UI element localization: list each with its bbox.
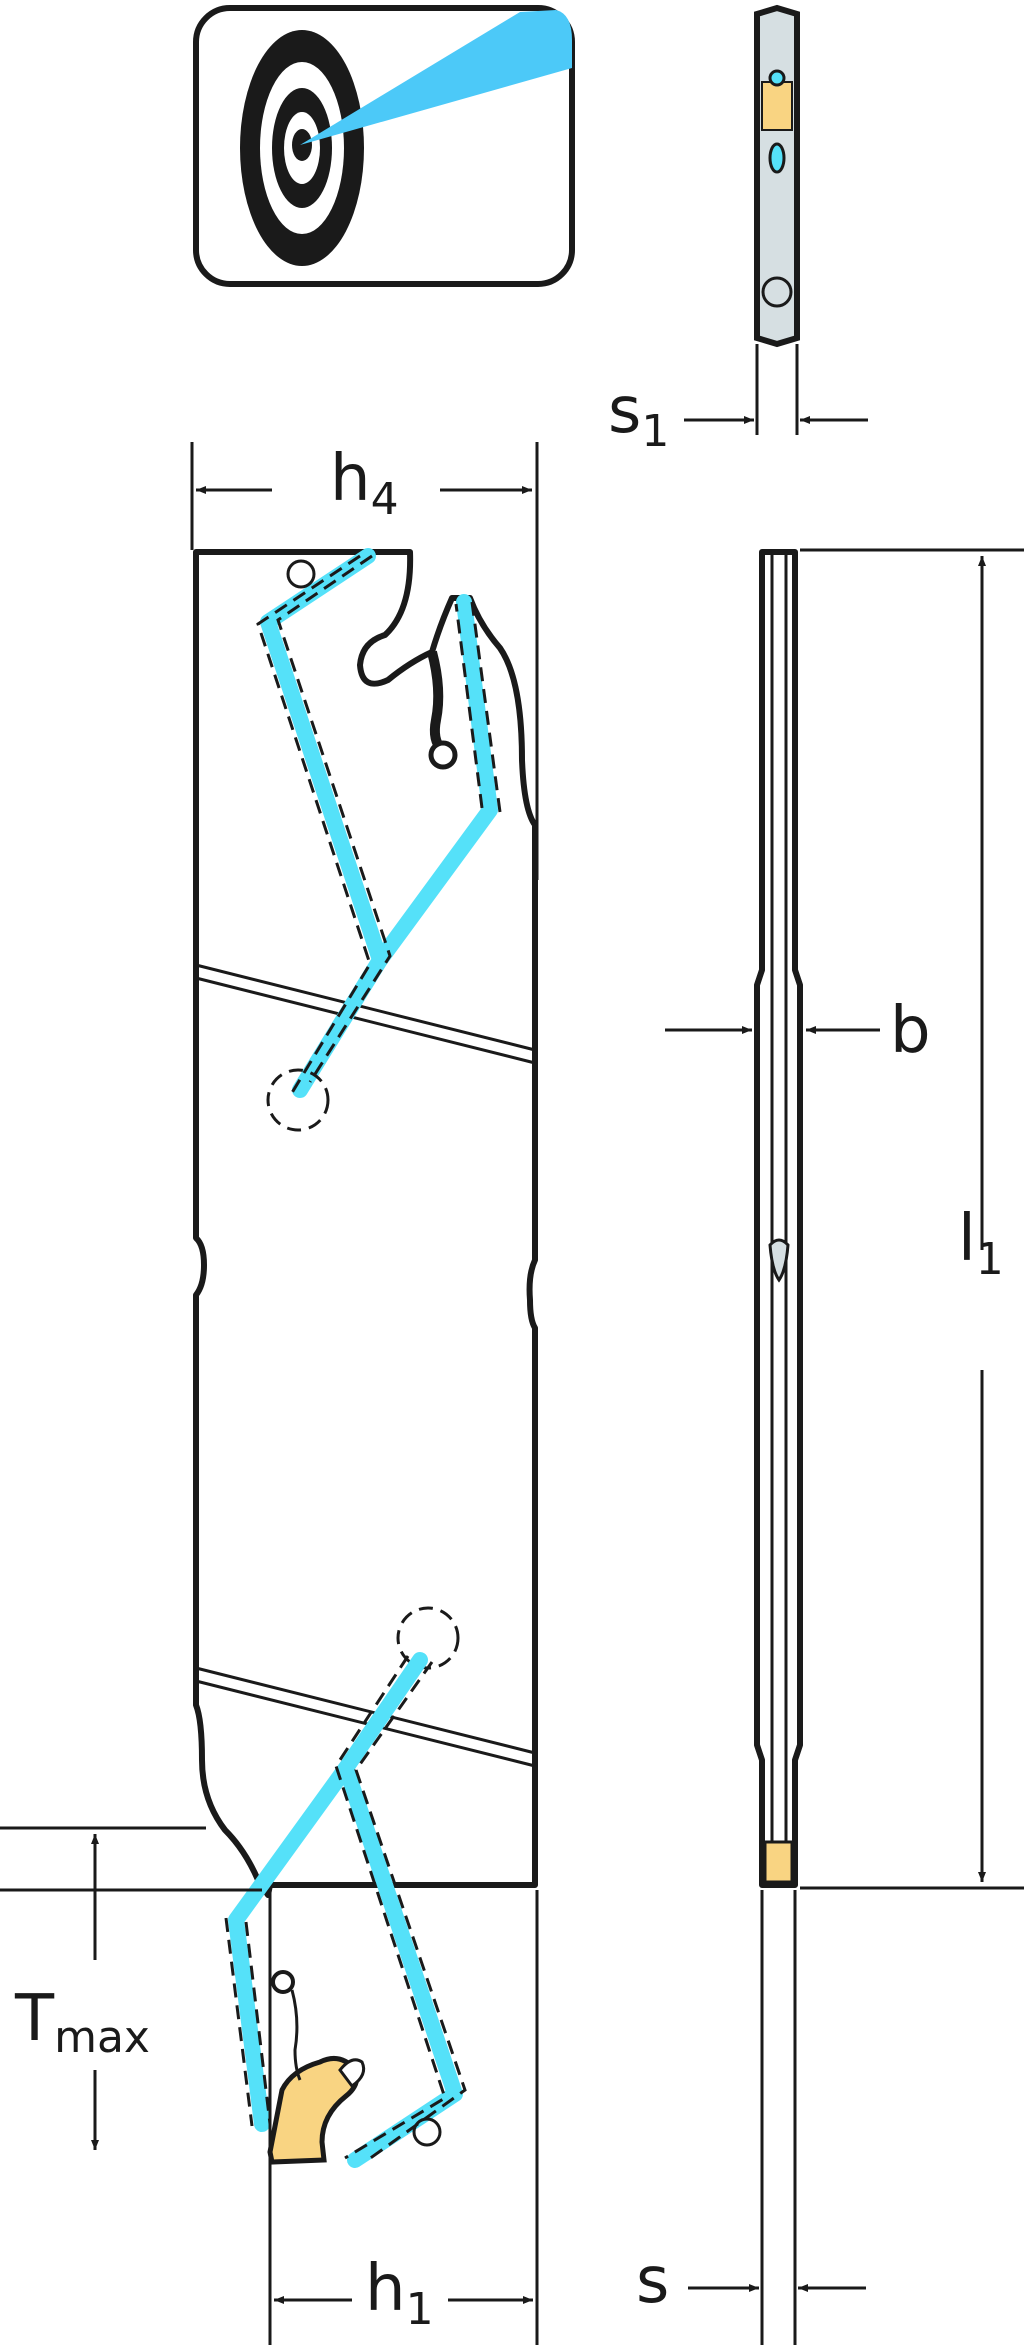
dim-s1-label: s1 [608, 374, 669, 457]
dim-tmax-label: Tmax [14, 1982, 150, 2063]
blade-side-view [193, 548, 538, 2168]
blade-top-view [754, 549, 803, 1888]
dim-h1-label: h1 [365, 2252, 434, 2335]
dim-s-label: s [636, 2244, 669, 2318]
dim-l1-label: l1 [958, 1202, 1004, 1285]
dim-h4-label: h4 [330, 442, 399, 525]
dim-b-label: b [890, 994, 931, 1068]
end-view [684, 4, 868, 435]
precision-target-icon [193, 5, 575, 287]
